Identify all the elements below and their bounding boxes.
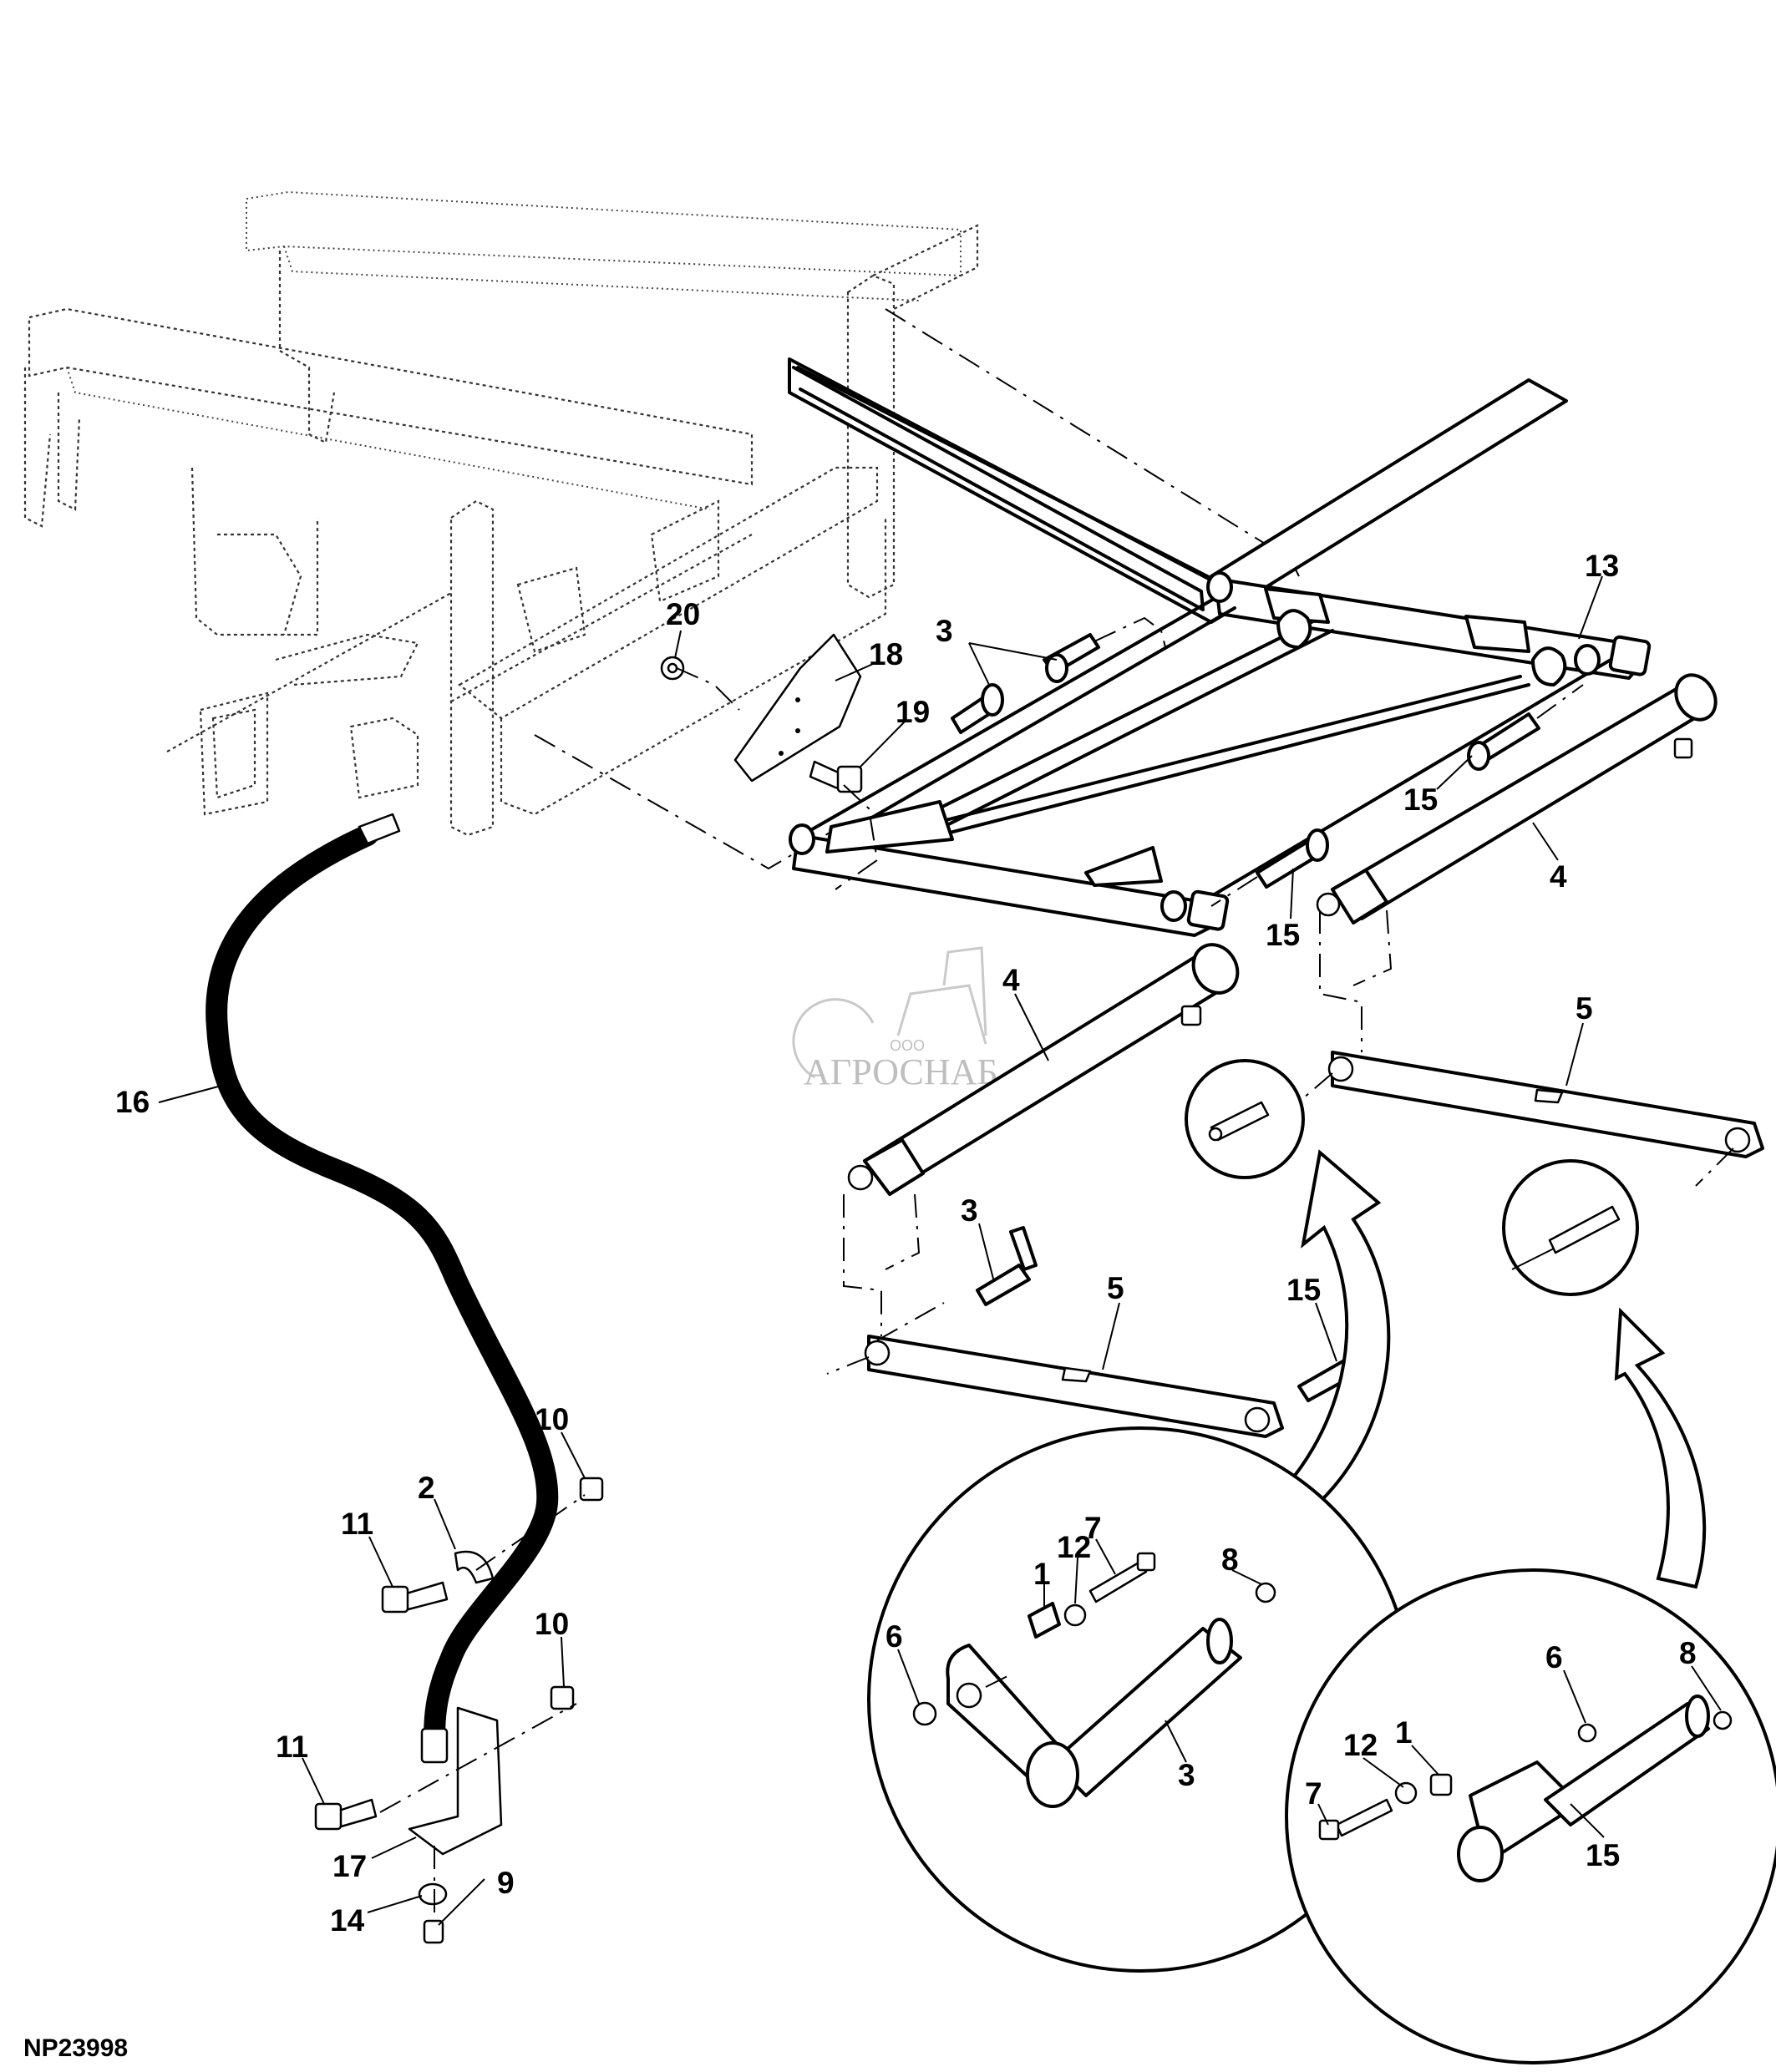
callout-17: 17 bbox=[332, 1849, 367, 1883]
callout-10: 10 bbox=[535, 1607, 569, 1641]
callout-1: 1 bbox=[1395, 1715, 1413, 1750]
callout-2: 2 bbox=[418, 1471, 435, 1505]
detail-arrow-2 bbox=[1614, 1307, 1707, 1589]
detail-reference-2 bbox=[1502, 1159, 1639, 1296]
callout-labels: 20 18 19 3 13 15 4 15 4 5 3 5 15 16 10 2… bbox=[115, 549, 1697, 1938]
pin-3-lower bbox=[976, 1226, 1038, 1306]
hose-hardware bbox=[314, 1477, 604, 1944]
watermark-logo: ООО АГРОСНАБ bbox=[792, 946, 998, 1092]
callout-10: 10 bbox=[535, 1402, 569, 1436]
callout-20: 20 bbox=[666, 597, 700, 631]
callout-7: 7 bbox=[1084, 1511, 1102, 1545]
leader-lines bbox=[158, 575, 1722, 1926]
callout-5: 5 bbox=[1576, 991, 1593, 1026]
detail-view-b bbox=[1285, 1568, 1776, 2064]
callout-14: 14 bbox=[330, 1903, 365, 1938]
cylinder-4-lower bbox=[843, 943, 1240, 1336]
detail-reference-1 bbox=[1185, 1059, 1305, 1179]
pin-15-upper-right bbox=[1467, 684, 1584, 771]
watermark-name: АГРОСНАБ bbox=[804, 1051, 998, 1092]
pin-15-mid bbox=[1210, 828, 1329, 907]
callout-11: 11 bbox=[341, 1507, 373, 1541]
callout-7: 7 bbox=[1305, 1776, 1322, 1811]
figure-id: NP23998 bbox=[23, 2034, 128, 2062]
callout-15: 15 bbox=[1286, 1273, 1321, 1307]
lift-arm-5-upper bbox=[1302, 1051, 1764, 1187]
callout-8: 8 bbox=[1679, 1636, 1697, 1670]
watermark-prefix: ООО bbox=[890, 1037, 925, 1054]
callout-11: 11 bbox=[276, 1730, 308, 1764]
lift-frame bbox=[788, 357, 1568, 624]
hose-16 bbox=[206, 813, 559, 1764]
callout-15: 15 bbox=[1586, 1838, 1620, 1872]
callout-18: 18 bbox=[869, 637, 903, 671]
detail-view-a bbox=[867, 1426, 1413, 1973]
callout-19: 19 bbox=[896, 695, 930, 729]
callout-6: 6 bbox=[1545, 1640, 1563, 1674]
detail-arrow-1 bbox=[1257, 1149, 1391, 1522]
callout-9: 9 bbox=[497, 1866, 515, 1900]
plate-assembly bbox=[660, 633, 879, 890]
callout-4: 4 bbox=[1002, 963, 1020, 997]
callout-5: 5 bbox=[1107, 1271, 1124, 1305]
callout-12: 12 bbox=[1343, 1728, 1378, 1762]
nut-20 bbox=[660, 656, 685, 681]
callout-4: 4 bbox=[1550, 859, 1567, 894]
callout-13: 13 bbox=[1585, 549, 1619, 583]
callout-3: 3 bbox=[961, 1193, 978, 1228]
pin-3-upper-pair bbox=[951, 616, 1166, 734]
lift-arm-5-lower bbox=[826, 1302, 1284, 1438]
callout-15: 15 bbox=[1403, 783, 1438, 817]
bolt-19 bbox=[809, 760, 863, 793]
callout-3: 3 bbox=[936, 614, 953, 648]
cylinder-4-upper bbox=[1316, 673, 1718, 1052]
callout-1: 1 bbox=[1033, 1557, 1051, 1591]
callout-16: 16 bbox=[115, 1085, 150, 1119]
callout-8: 8 bbox=[1221, 1543, 1239, 1577]
callout-15: 15 bbox=[1266, 918, 1300, 952]
callout-3: 3 bbox=[1178, 1758, 1195, 1792]
callout-6: 6 bbox=[885, 1619, 903, 1654]
lift-frame-drawing bbox=[789, 366, 1652, 937]
callout-12: 12 bbox=[1057, 1530, 1091, 1564]
